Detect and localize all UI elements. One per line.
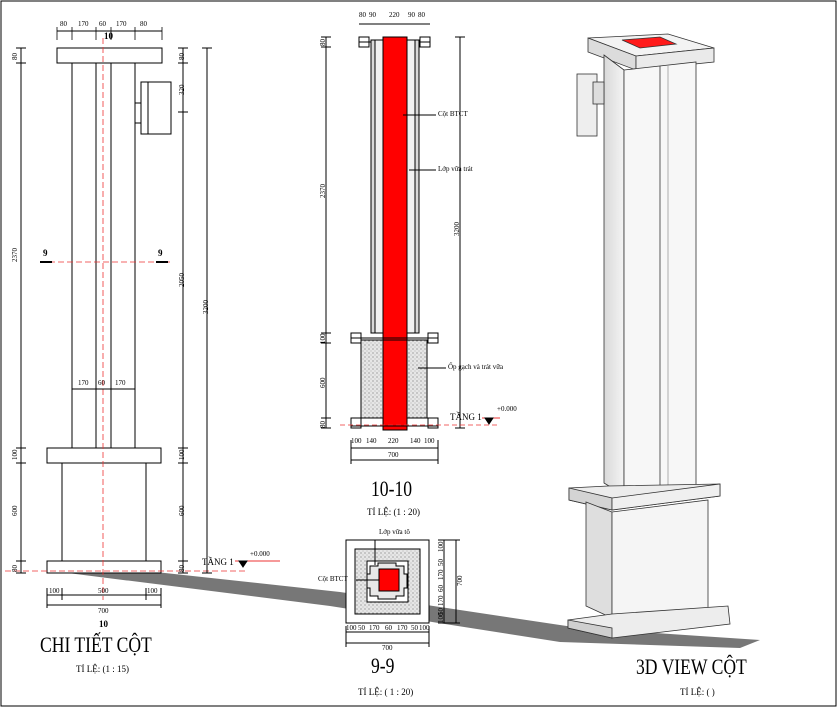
detail-top-dim-5: 80 [140,20,147,28]
s10-left-dim-2: 2370 [319,184,327,198]
s9-right-dim-7: 100 [437,612,445,624]
detail-right-dim-4: 100 [178,449,186,461]
detail-top-dim-4: 170 [116,20,127,28]
s9-title: 9-9 [371,653,395,678]
callout-lop-vua-to: Lớp vữa tô [379,528,410,536]
s10-level-label: TẦNG 1 [450,412,482,422]
detail-left-dim-2: 2370 [11,248,19,262]
s10-scale: TỈ LỆ: (1 : 20) [367,507,420,517]
detail-section-mark-top: 10 [104,31,113,41]
detail-right-dim-2: 320 [178,84,186,96]
detail-right-dim-1: 80 [178,53,186,60]
section-9-plan [345,539,460,647]
detail-total-width: 700 [98,607,109,615]
s9-bottom-dim-2: 50 [358,624,365,632]
s10-bottom-dim-3: 220 [388,437,399,445]
detail-level-value: +0.000 [250,550,270,558]
detail-left-dim-4: 600 [11,505,19,517]
s10-bottom-dim-4: 140 [410,437,421,445]
s9-bottom-dim-1: 100 [346,624,357,632]
s10-left-dim-4: 600 [319,377,327,389]
s9-right-dim-3: 170 [437,569,445,581]
detail-bottom-dim-2: 500 [98,587,109,595]
s10-top-dim-5: 80 [418,11,425,19]
detail-bottom-dim-3: 100 [147,587,158,595]
detail-title: CHI TIẾT CỘT [40,632,152,657]
s9-bottom-dim-7: 100 [419,624,430,632]
detail-total-height: 3200 [202,300,210,314]
detail-mid-dim-1: 170 [78,379,89,387]
detail-level-label: TẦNG 1 [202,557,234,567]
detail-left-dim-3: 100 [11,449,19,461]
s9-total-width: 700 [382,644,393,652]
cut-mark-right: 9 [158,248,163,258]
callout-lop-vua-trat: Lớp vữa trát [438,165,473,173]
s10-bottom-dim-5: 100 [424,437,435,445]
s10-bottom-dim-2: 140 [366,437,377,445]
s9-total-height: 700 [456,575,464,587]
s10-title: 10-10 [371,476,413,501]
detail-right-dim-6: 80 [178,565,186,572]
s10-left-dim-5: 80 [319,421,327,428]
s9-scale: TỈ LỆ: ( 1 : 20) [358,687,414,697]
s9-right-dim-1: 100 [437,541,445,553]
detail-left-dim-5: 80 [11,565,19,572]
s10-total-width: 700 [388,451,399,459]
detail-mid-dim-2: 60 [98,379,105,387]
s10-top-dim-2: 90 [369,11,376,19]
s9-bottom-dim-6: 50 [411,624,418,632]
s9-right-dim-4: 60 [437,585,445,592]
s10-total-height: 3200 [453,222,461,236]
cut-mark-left: 9 [43,248,48,258]
s9-right-dim-5: 170 [437,595,445,607]
detail-left-dim-1: 80 [11,53,19,60]
3d-view [567,33,731,639]
detail-bottom-dim-1: 100 [49,587,60,595]
callout-cot-btct-plan: Cột BTCT [318,575,348,583]
s10-left-dim-3: 100 [319,333,327,345]
callout-cot-btct: Cột BTCT [438,110,468,118]
s10-top-dim-1: 80 [359,11,366,19]
s10-left-dim-1: 80 [319,39,327,46]
callout-op-gach: Ốp gạch và trát vữa [448,363,504,371]
s9-bottom-dim-4: 60 [385,624,392,632]
detail-top-dim-2: 170 [78,20,89,28]
detail-section-mark-bottom: 10 [99,619,108,629]
s10-top-dim-4: 90 [408,11,415,19]
s9-bottom-dim-3: 170 [369,624,380,632]
detail-top-dim-3: 60 [99,20,106,28]
detail-elevation [5,27,280,608]
s10-bottom-dim-1: 100 [351,437,362,445]
detail-mid-dim-3: 170 [115,379,126,387]
s9-right-dim-2: 50 [437,559,445,566]
detail-top-dim-1: 80 [60,20,67,28]
detail-right-dim-5: 600 [178,505,186,517]
3d-title: 3D VIEW CỘT [636,654,747,679]
detail-scale: TỈ LỆ: (1 : 15) [76,664,129,674]
s10-top-dim-3: 220 [389,11,400,19]
s10-level-value: +0.000 [497,405,517,413]
section-10-elevation [321,23,500,464]
s9-bottom-dim-5: 170 [397,624,408,632]
3d-scale: TỈ LỆ: ( ) [680,687,715,697]
detail-right-dim-3: 2050 [178,273,186,287]
